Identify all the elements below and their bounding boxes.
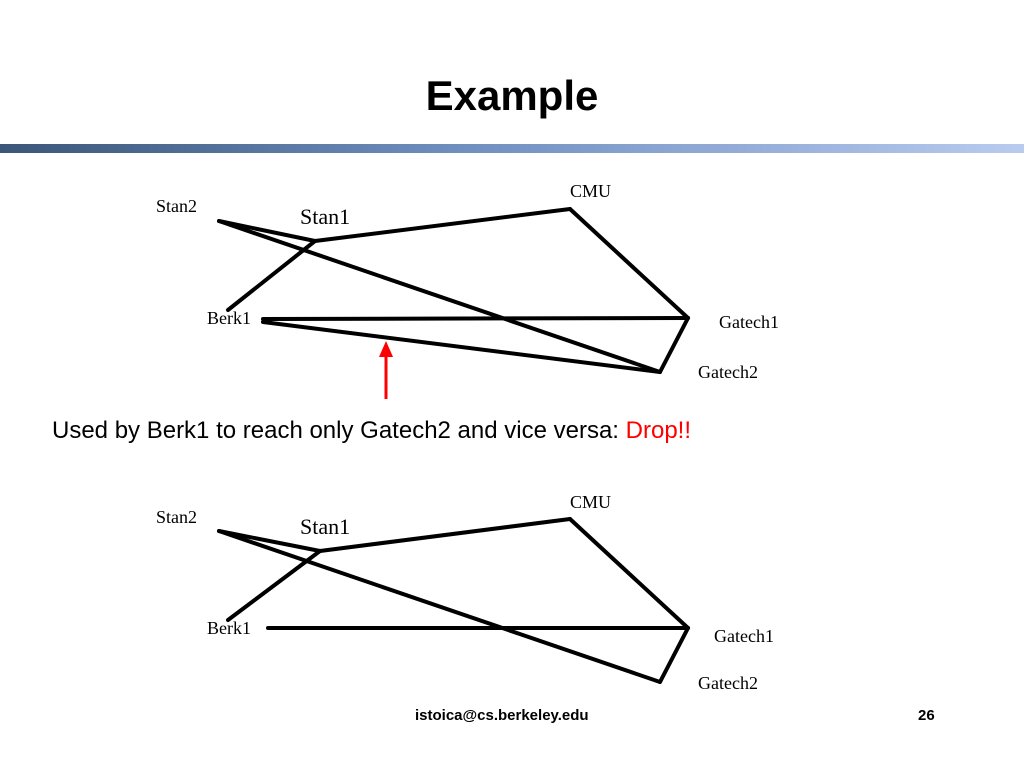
node-label-cmu: CMU [570,492,612,512]
link-stan2-stan1 [217,219,317,243]
network-diagram-before: Stan2 Stan1 CMU Berk1 Gatech1 Gatech2 [156,181,779,399]
link-gatech1-gatech2 [658,626,690,684]
link-cmu-gatech1 [568,207,690,320]
link-gatech1-gatech2 [658,316,690,374]
node-label-gatech1: Gatech1 [719,312,779,332]
link-berk1-gatech2 [261,320,662,374]
title-underline-bar [0,144,1024,153]
link-stan1-berk1 [226,239,317,312]
drop-highlight: Drop!! [625,417,691,444]
node-label-gatech2: Gatech2 [698,362,758,382]
node-label-stan1: Stan1 [300,514,351,539]
link-cmu-gatech1 [568,517,690,630]
node-label-gatech2: Gatech2 [698,673,758,693]
page-number: 26 [918,707,935,724]
link-stan1-berk1 [226,549,322,622]
node-label-cmu: CMU [570,181,612,201]
red-arrow-icon [379,341,393,399]
node-label-berk1: Berk1 [207,308,251,328]
link-berk1-gatech1 [261,316,690,321]
node-label-stan2: Stan2 [156,196,198,216]
network-links-before [217,207,690,399]
node-label-gatech1: Gatech1 [714,626,774,646]
slide-title: Example [425,72,599,119]
link-stan1-cmu [318,517,572,553]
node-label-stan2: Stan2 [156,507,198,527]
link-stan2-stan1 [217,529,322,553]
drop-explanation: Used by Berk1 to reach only Gatech2 and … [52,417,691,445]
caption-text: Used by Berk1 to reach only Gatech2 and … [52,417,626,444]
network-diagram-after: Stan2 Stan1 CMU Berk1 Gatech1 Gatech2 [0,470,1024,700]
footer-email: istoica@cs.berkeley.edu [415,707,589,724]
link-stan2-gatech2 [217,529,662,684]
network-links-after [217,517,690,684]
link-stan1-cmu [313,207,572,243]
node-label-berk1: Berk1 [207,618,251,638]
node-label-stan1: Stan1 [300,204,351,229]
link-stan2-gatech2 [217,219,662,374]
